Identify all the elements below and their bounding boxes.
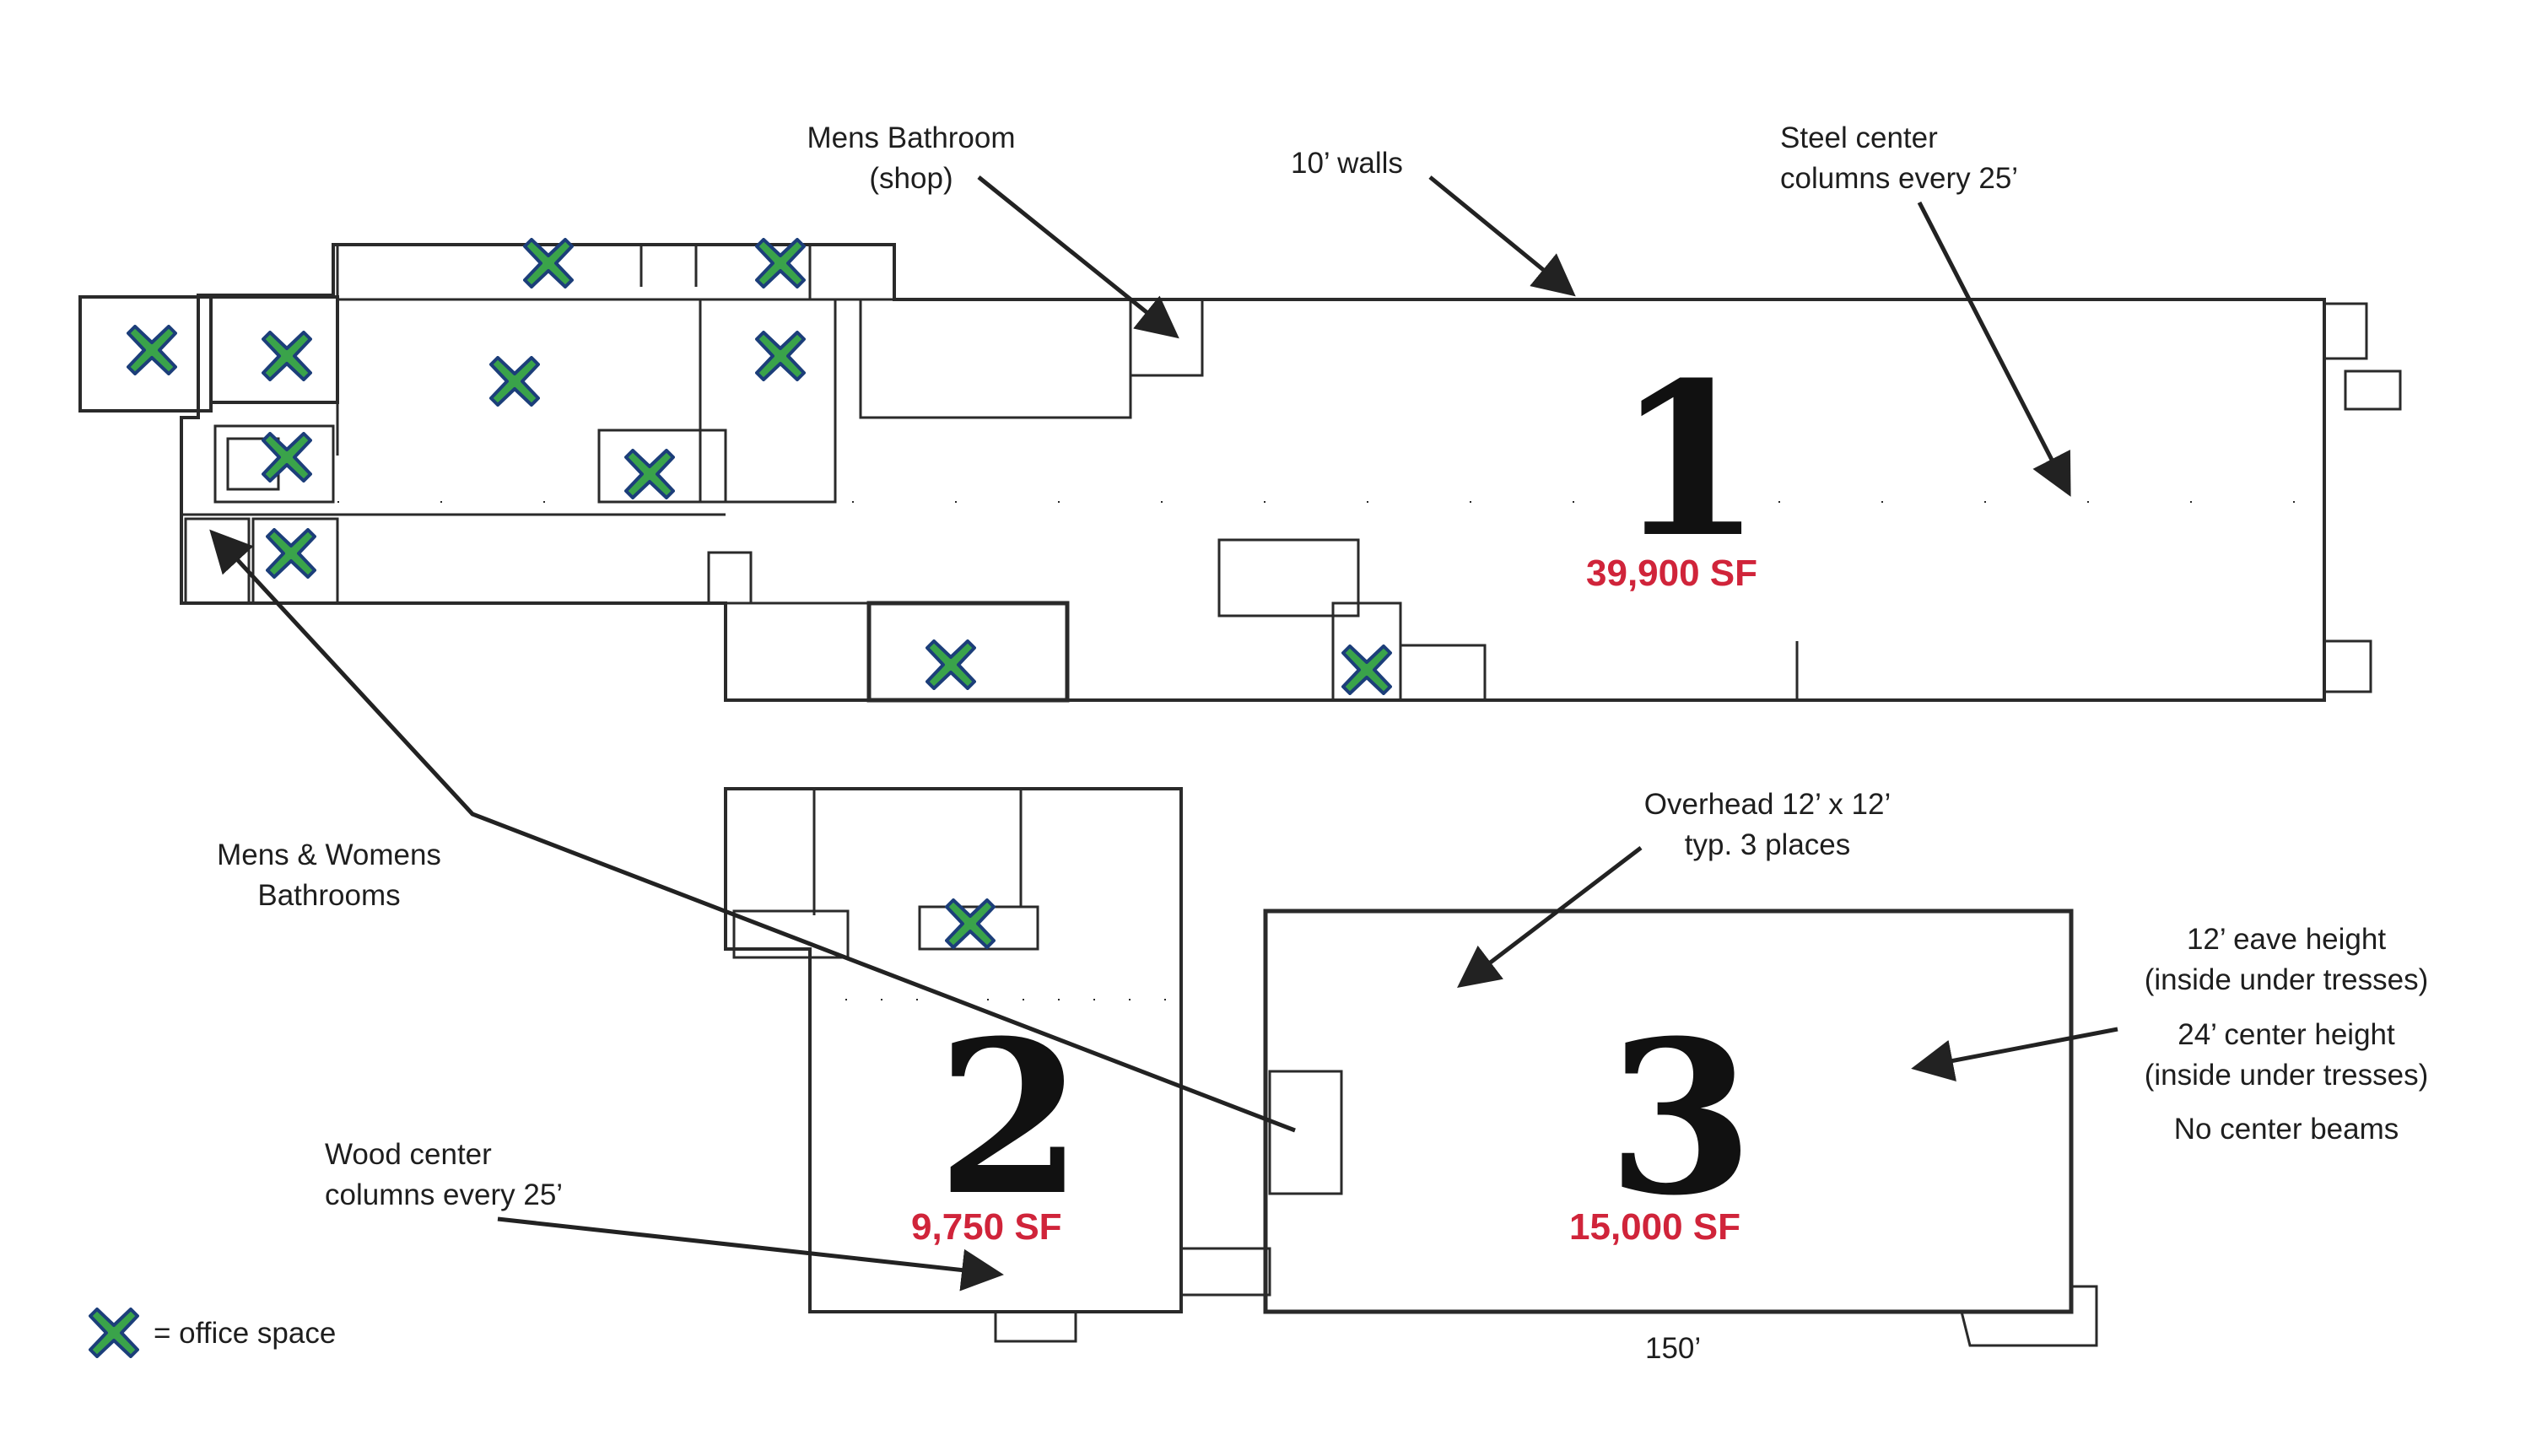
note-mens-womens-bathrooms: Mens & Womens Bathrooms: [217, 839, 441, 912]
arrow-overhead-door: [1457, 846, 1643, 989]
note-10-walls: 10’ walls: [1291, 147, 1403, 180]
building-1: [78, 243, 2402, 703]
area-number-1: 1: [1616, 336, 1762, 584]
area-number-2: 2: [936, 994, 1083, 1242]
area-sf-1: 39,900 SF: [1586, 553, 1758, 594]
note-wood-columns: Wood center columns every 25’: [325, 1138, 564, 1211]
area-sf-2: 9,750 SF: [911, 1206, 1062, 1248]
area-number-3: 3: [1607, 994, 1754, 1242]
office-x-icon: [624, 449, 675, 499]
callout-arrows: [209, 175, 2118, 1292]
office-x-icon: [1341, 644, 1392, 695]
note-overhead-door: Overhead 12’ x 12’ typ. 3 places: [1643, 788, 1892, 861]
legend-label: = office space: [154, 1317, 337, 1350]
office-x-icon: [127, 325, 177, 375]
office-x-icon: [523, 238, 574, 289]
office-x-icon: [266, 528, 316, 579]
arrow-building-3-notes: [1911, 1027, 2118, 1082]
office-x-icon: [89, 1308, 139, 1358]
office-x-icon: [926, 639, 976, 690]
arrow-wood-columns: [497, 1216, 1004, 1292]
note-steel-columns: Steel center columns every 25’: [1780, 121, 2019, 195]
arrow-steel-columns: [1917, 201, 2071, 497]
office-x-icon: [755, 331, 806, 381]
arrow-10-walls: [1428, 175, 1576, 297]
note-eave-height: 12’ eave height (inside under tresses): [2144, 923, 2429, 996]
note-mens-bathroom-shop: Mens Bathroom (shop): [807, 121, 1016, 195]
dimension-150: 150’: [1645, 1332, 1702, 1365]
office-x-icon: [262, 432, 312, 483]
note-no-center-beams: No center beams: [2173, 1113, 2399, 1146]
office-x-icon: [262, 331, 312, 381]
arrow-bathrooms: [209, 529, 1296, 1133]
area-sf-3: 15,000 SF: [1569, 1206, 1741, 1248]
arrow-mens-bathroom: [977, 175, 1179, 339]
office-x-icon: [489, 356, 540, 407]
building-3: [1263, 909, 2098, 1347]
office-x-icon: [755, 238, 806, 289]
building-2: [724, 787, 1271, 1343]
note-center-height: 24’ center height (inside under tresses): [2144, 1018, 2429, 1092]
